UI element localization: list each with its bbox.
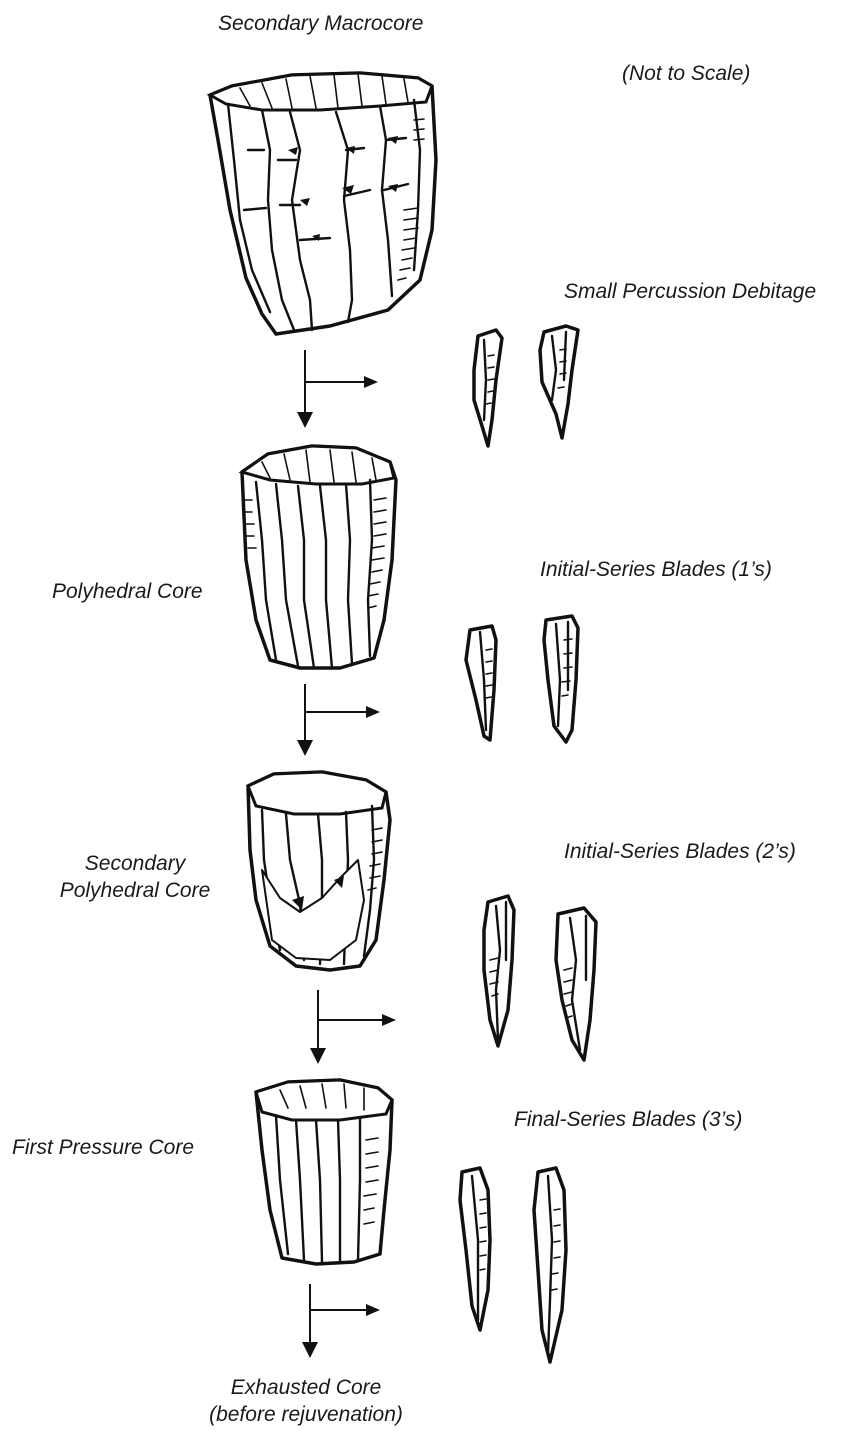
secondary-macrocore-drawing (210, 73, 436, 334)
label-secondary-polyhedral-core: Secondary Polyhedral Core (30, 850, 240, 905)
label-exhausted-core-line2: (before rejuvenation) (186, 1401, 426, 1428)
initial-series-blades-2-drawings (484, 896, 596, 1060)
arrow-1 (297, 350, 378, 428)
arrow-2 (297, 684, 380, 756)
initial-series-blades-1-drawings (466, 616, 578, 742)
label-secondary-polyhedral-core-line1: Secondary (30, 850, 240, 877)
label-first-pressure-core: First Pressure Core (12, 1134, 194, 1161)
label-initial-series-blades-2: Initial-Series Blades (2’s) (564, 838, 796, 865)
label-final-series-blades-3: Final-Series Blades (3’s) (514, 1106, 742, 1133)
label-small-percussion-debitage: Small Percussion Debitage (564, 278, 816, 305)
arrow-3 (310, 990, 396, 1064)
percussion-debitage-drawings (474, 326, 578, 446)
polyhedral-core-drawing (242, 446, 396, 668)
label-exhausted-core: Exhausted Core (before rejuvenation) (186, 1374, 426, 1429)
secondary-polyhedral-core-drawing (248, 772, 390, 970)
final-series-blades-3-drawings (460, 1168, 566, 1362)
label-polyhedral-core: Polyhedral Core (52, 578, 203, 605)
arrow-4 (302, 1284, 380, 1358)
label-secondary-polyhedral-core-line2: Polyhedral Core (30, 877, 240, 904)
label-secondary-macrocore: Secondary Macrocore (218, 10, 423, 37)
label-initial-series-blades-1: Initial-Series Blades (1’s) (540, 556, 772, 583)
label-exhausted-core-line1: Exhausted Core (186, 1374, 426, 1401)
first-pressure-core-drawing (256, 1080, 392, 1264)
label-not-to-scale: (Not to Scale) (622, 60, 750, 87)
